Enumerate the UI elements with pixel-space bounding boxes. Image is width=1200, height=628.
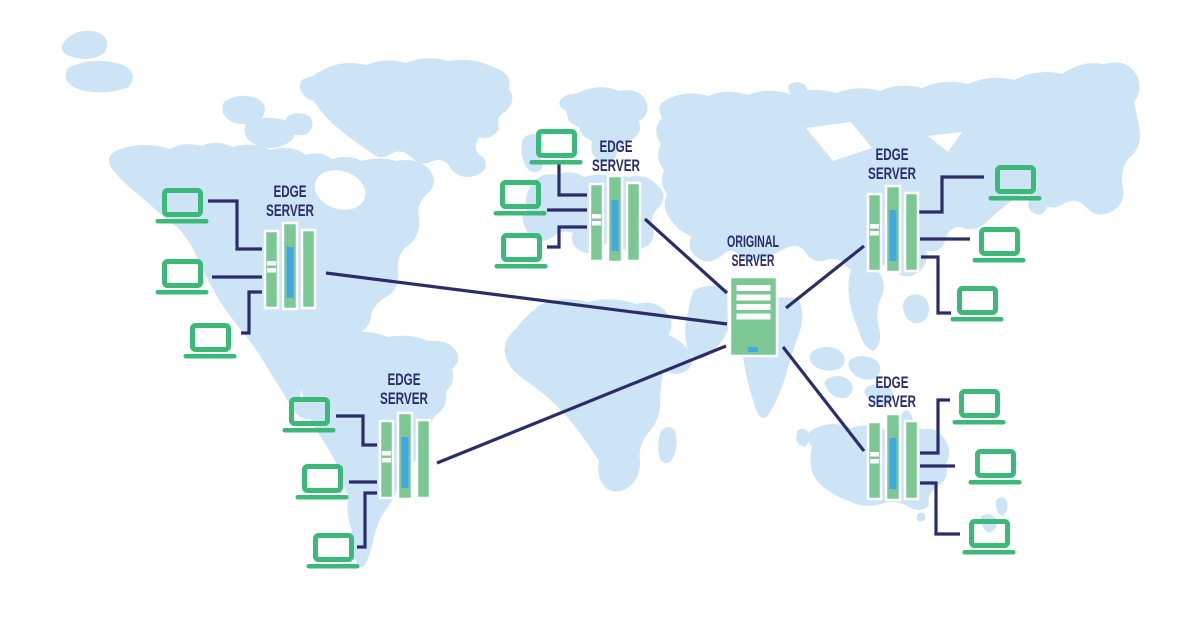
laptop-icon (184, 326, 237, 359)
client-link (921, 255, 951, 315)
map-philippines (903, 294, 930, 324)
laptop-icon (973, 230, 1026, 263)
client-links (208, 163, 984, 549)
map-indonesia (864, 383, 894, 406)
link-origin-oceania (781, 346, 866, 452)
edge-server-label-line2: SERVER (266, 201, 314, 220)
map-new-zealand (995, 497, 1008, 516)
edge-server-label-line2: SERVER (380, 389, 428, 408)
client-link (547, 225, 587, 249)
client-link (336, 414, 377, 447)
map-hudson-bay (314, 170, 366, 210)
client-link (357, 491, 377, 549)
original-server: ORIGINAL SERVER (727, 233, 779, 358)
edge-server-label-line1: EDGE (876, 373, 909, 392)
original-server-label-line2: SERVER (732, 252, 775, 270)
client-link (920, 398, 950, 455)
edge-server-europe: EDGE SERVER (588, 137, 642, 264)
laptop-icon (495, 236, 548, 269)
map-arctic-island (222, 95, 265, 125)
map-russia-cut (806, 122, 872, 161)
map-greenland (308, 58, 513, 177)
map-arctic-island (244, 117, 295, 148)
edge-server-label-line1: EDGE (274, 182, 307, 201)
map-sri-lanka (796, 428, 809, 447)
edge-server-north-asia: EDGE SERVER (866, 145, 920, 274)
map-indochina (848, 264, 884, 351)
laptop-icon (296, 467, 349, 500)
client-link (918, 175, 984, 214)
map-arctic-islet (907, 110, 924, 121)
link-origin-europe (643, 217, 729, 295)
edge-server-north-america: EDGE SERVER (263, 182, 317, 311)
client-link (208, 199, 262, 251)
map-russia-cut (928, 132, 962, 152)
world-map (61, 30, 1140, 568)
laptop-icon (953, 392, 1006, 425)
map-arctic-island (285, 113, 313, 136)
map-tasmania (916, 512, 926, 522)
origin-edge-links (325, 217, 866, 465)
client-link (557, 163, 587, 197)
client-link (241, 290, 262, 335)
edge-server-label-line1: EDGE (388, 370, 421, 389)
map-japan (1040, 150, 1072, 186)
original-server-label-line1: ORIGINAL (727, 233, 779, 251)
laptop-icon (307, 536, 360, 569)
edge-server-label-line1: EDGE (600, 137, 633, 156)
server-power-light (748, 347, 758, 352)
server-rack-icon (866, 412, 920, 502)
map-africa (504, 299, 692, 492)
edge-server-label-line2: SERVER (868, 392, 916, 411)
map-eurasia (656, 62, 1140, 277)
map-indonesia (809, 347, 845, 371)
map-alaska-island (65, 60, 133, 93)
map-scandinavia (566, 87, 648, 164)
laptop-icon (951, 289, 1004, 322)
edge-server-label-line1: EDGE (876, 145, 909, 164)
map-alaska-island (61, 30, 108, 60)
laptop-icon (969, 452, 1022, 485)
map-japan (1028, 191, 1049, 215)
client-link (920, 481, 960, 536)
map-indonesia (824, 375, 853, 399)
map-madagascar (658, 427, 677, 464)
server-rack-icon (378, 411, 432, 501)
server-rack-icon (866, 184, 920, 274)
map-arctic-islet (788, 82, 808, 98)
link-origin-north-america (325, 271, 728, 326)
map-indonesia (848, 355, 881, 380)
edge-server-label-line2: SERVER (868, 164, 916, 183)
server-rack-icon (263, 221, 317, 311)
link-origin-south-america (436, 344, 727, 465)
edge-server-label-line2: SERVER (592, 156, 640, 175)
laptop-icon (156, 262, 209, 295)
server-rack-icon (588, 174, 642, 264)
link-origin-north-asia (785, 244, 865, 310)
edge-server-south-america: EDGE SERVER (378, 370, 432, 501)
edge-server-oceania: EDGE SERVER (866, 373, 920, 502)
